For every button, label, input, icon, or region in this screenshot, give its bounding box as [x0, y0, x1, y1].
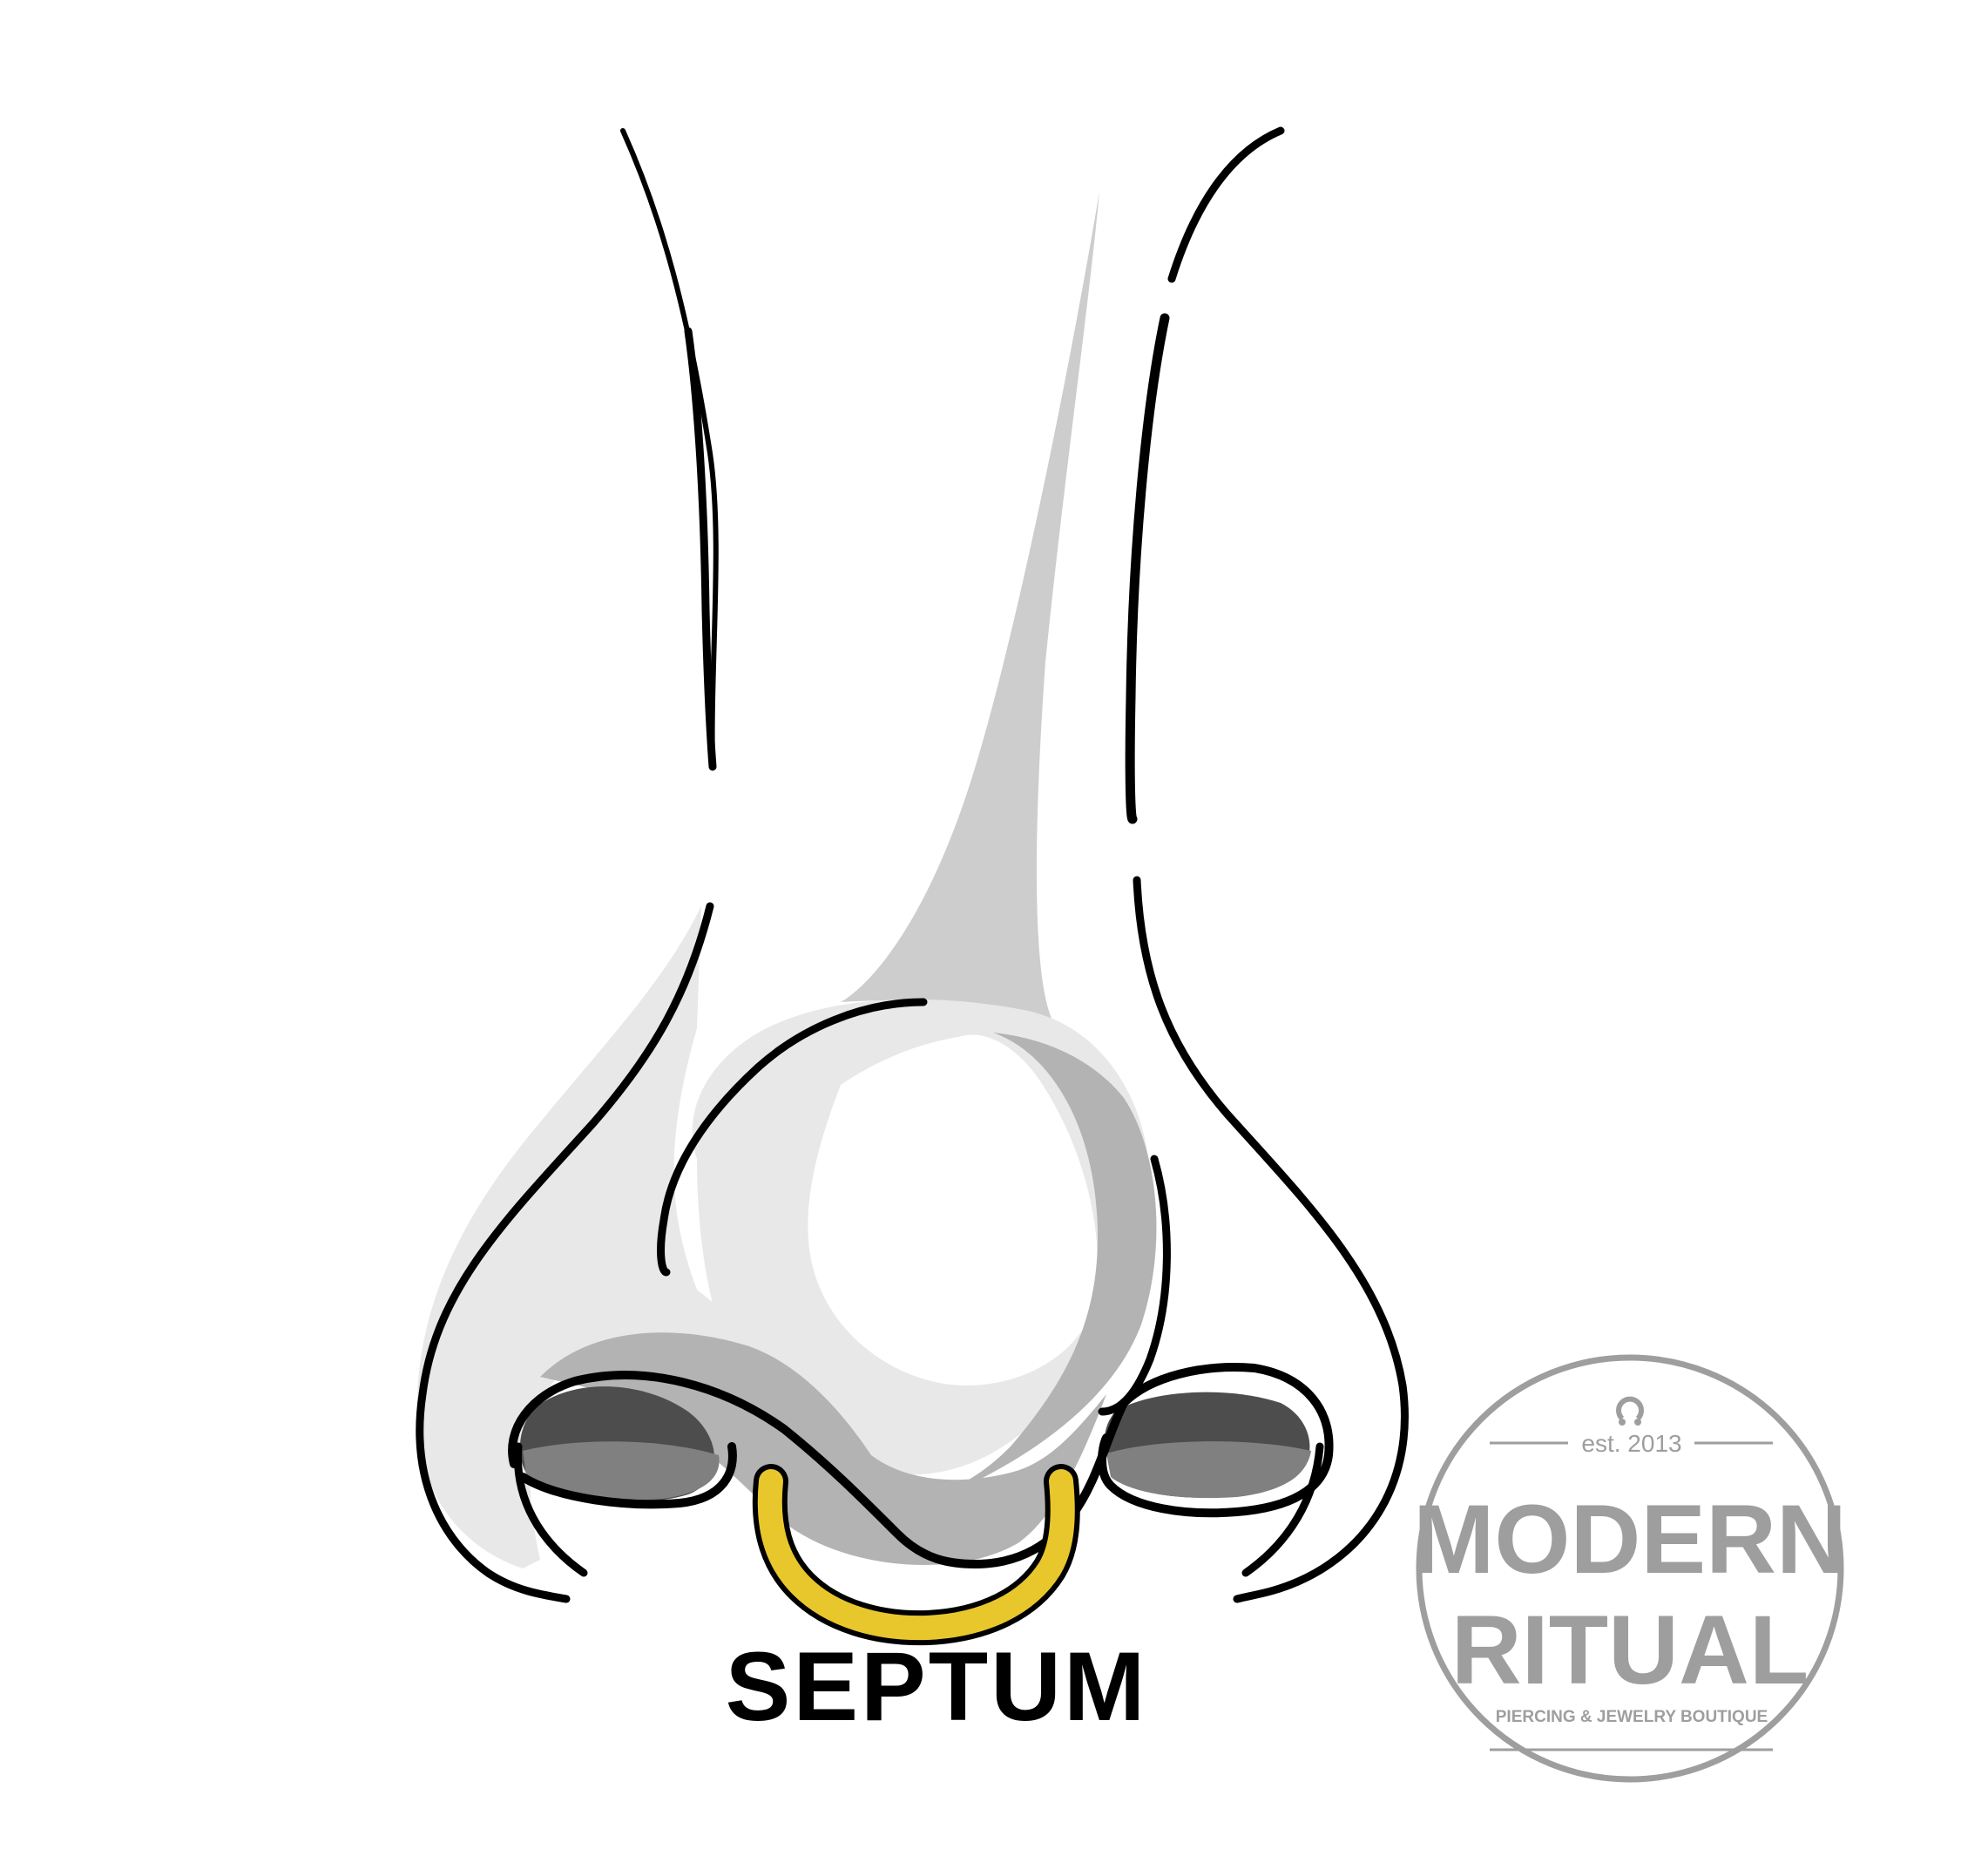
brand-logo: est. 2013 MODERN RITUAL PIERCING & JEWEL… — [1413, 1354, 1847, 1783]
nose-drawing — [416, 126, 1409, 1646]
logo-name-line1: MODERN — [1413, 1485, 1847, 1594]
nose-tip-outline — [657, 998, 928, 1277]
left-bridge-line-mid — [684, 327, 717, 771]
bridge-shadow — [841, 192, 1099, 1024]
left-bridge-line — [620, 128, 719, 769]
logo-est: est. 2013 — [1581, 1430, 1681, 1457]
right-wing-outline — [1133, 876, 1409, 1603]
left-nostril-lower — [523, 1441, 720, 1501]
left-wing-outline — [416, 902, 714, 1603]
right-nostril-outline — [1098, 1363, 1334, 1518]
logo-tagline: PIERCING & JEWELRY BOUTIQUE — [1496, 1708, 1768, 1726]
left-wing-shading — [416, 906, 784, 1568]
logo-circle — [1416, 1354, 1844, 1783]
logo-name-line2: RITUAL — [1451, 1595, 1809, 1704]
piercing-caption: SEPTUM — [725, 1632, 1148, 1741]
septum-ring — [752, 1464, 1080, 1646]
horseshoe-ring-icon — [1616, 1396, 1644, 1426]
right-nostril-lower — [1106, 1441, 1311, 1499]
right-bridge-line-lower — [1125, 313, 1170, 824]
right-wing-inner-hook — [1241, 1442, 1324, 1577]
left-nostril-bottom — [518, 1442, 737, 1509]
nose-tip-right-shade — [906, 1033, 1157, 1495]
right-bridge-line-upper — [1167, 126, 1285, 283]
columella-shade — [540, 1332, 1106, 1565]
nose-tip-highlight — [808, 1034, 1098, 1385]
